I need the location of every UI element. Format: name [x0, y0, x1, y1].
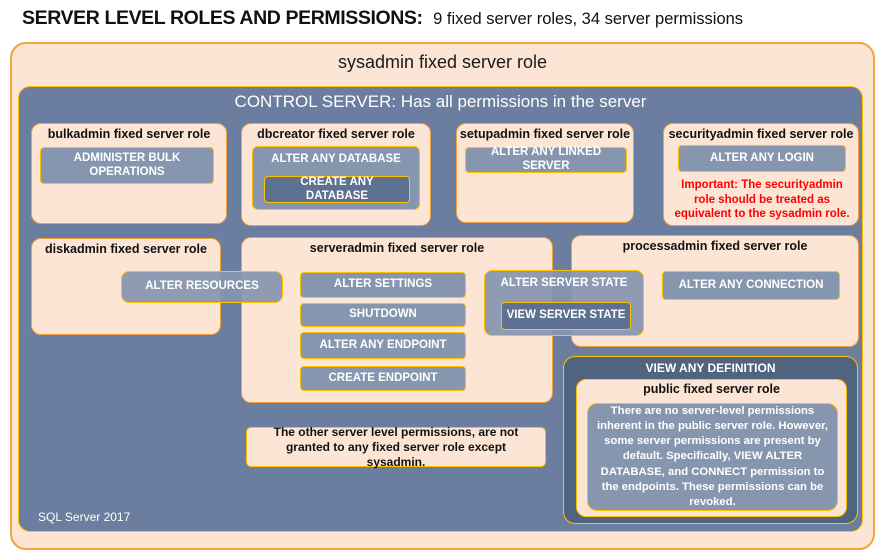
permission-alter-resources: ALTER RESOURCES [121, 271, 283, 303]
permission-create-any-database: CREATE ANY DATABASE [264, 176, 410, 203]
permission-alter-any-login: ALTER ANY LOGIN [678, 145, 846, 172]
public-role-title: public fixed server role [643, 382, 780, 396]
sysadmin-role-label: sysadmin fixed server role [337, 52, 548, 72]
public-role-description: There are no server-level permissions in… [587, 403, 838, 511]
permission-administer-bulk-operations: ADMINISTER BULK OPERATIONS [40, 147, 214, 184]
permission-view-server-state: VIEW SERVER STATE [501, 302, 631, 330]
permission-shutdown: SHUTDOWN [300, 303, 466, 327]
bulkadmin-role-title: bulkadmin fixed server role [47, 127, 211, 141]
sql-server-version-label: SQL Server 2017 [38, 510, 131, 524]
other-permissions-note: The other server level permissions, are … [246, 425, 546, 469]
serveradmin-role-box: serveradmin fixed server role ALTER SETT… [241, 237, 553, 403]
page-title: SERVER LEVEL ROLES AND PERMISSIONS: 9 fi… [22, 7, 743, 30]
page-title-main: SERVER LEVEL ROLES AND PERMISSIONS: [22, 7, 423, 29]
permission-alter-settings: ALTER SETTINGS [300, 272, 466, 298]
setupadmin-role-title: setupadmin fixed server role [459, 127, 631, 141]
securityadmin-warning-text: Important: The securityadmin role should… [674, 179, 850, 221]
control-server-box: CONTROL SERVER: Has all permissions in t… [18, 86, 863, 532]
view-any-definition-label: VIEW ANY DEFINITION [645, 361, 776, 375]
securityadmin-role-box: securityadmin fixed server role ALTER AN… [663, 123, 859, 226]
page-title-sub: 9 fixed server roles, 34 server permissi… [433, 10, 744, 28]
permission-alter-any-linked-server: ALTER ANY LINKED SERVER [465, 146, 627, 173]
setupadmin-role-box: setupadmin fixed server role ALTER ANY L… [456, 123, 634, 223]
dbcreator-role-box: dbcreator fixed server role ALTER ANY DA… [241, 123, 431, 226]
public-role-box: public fixed server role There are no se… [576, 379, 847, 517]
permission-alter-server-state: ALTER SERVER STATE VIEW SERVER STATE [484, 270, 644, 336]
securityadmin-role-title: securityadmin fixed server role [668, 127, 854, 141]
permission-alter-any-endpoint: ALTER ANY ENDPOINT [300, 332, 466, 359]
bulkadmin-role-box: bulkadmin fixed server role ADMINISTER B… [31, 123, 227, 224]
dbcreator-role-title: dbcreator fixed server role [257, 127, 415, 141]
serveradmin-role-title: serveradmin fixed server role [309, 241, 485, 255]
permission-create-endpoint: CREATE ENDPOINT [300, 366, 466, 391]
diskadmin-role-title: diskadmin fixed server role [45, 242, 207, 256]
permission-alter-any-connection: ALTER ANY CONNECTION [662, 271, 840, 300]
control-server-label: CONTROL SERVER: Has all permissions in t… [234, 92, 647, 111]
permission-alter-any-database: ALTER ANY DATABASE CREATE ANY DATABASE [252, 146, 420, 210]
processadmin-role-title: processadmin fixed server role [622, 239, 808, 253]
view-any-definition-box: VIEW ANY DEFINITION public fixed server … [563, 356, 858, 524]
permission-alter-server-state-label: ALTER SERVER STATE [500, 277, 628, 289]
permission-alter-any-database-label: ALTER ANY DATABASE [271, 153, 401, 165]
